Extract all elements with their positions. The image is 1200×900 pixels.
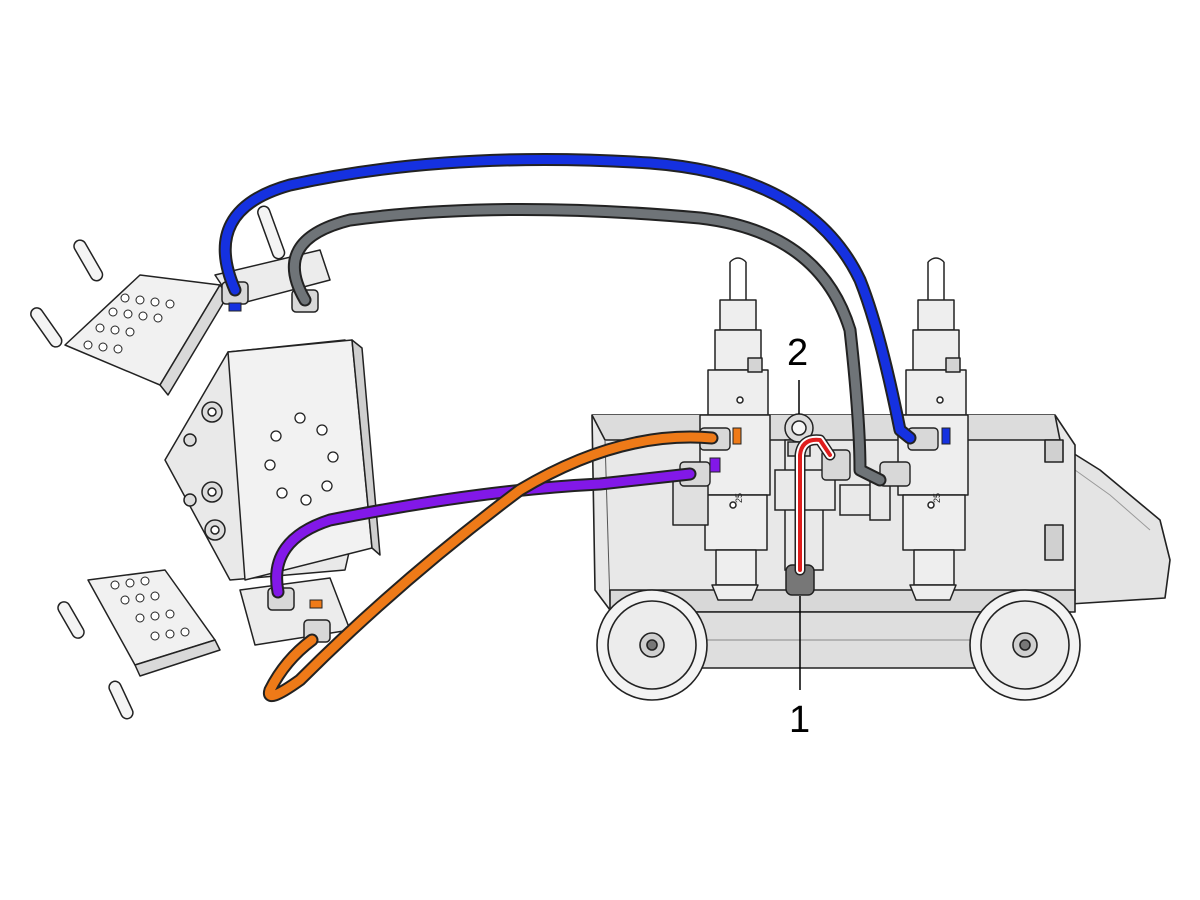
callout-1: 1 <box>789 596 810 741</box>
callout-label-2: 2 <box>787 332 808 374</box>
valve-right-mark: 25 <box>932 493 942 503</box>
hose-blue <box>220 155 915 443</box>
hose-clips <box>228 302 951 609</box>
hose-purple <box>272 469 695 597</box>
torch-holder <box>30 205 381 720</box>
hoses <box>218 153 917 702</box>
hose-orange <box>264 432 717 701</box>
hose-gray <box>289 204 885 485</box>
wheel-left <box>596 589 708 701</box>
callout-2: 2 <box>787 332 808 414</box>
valve-left-mark: 25 <box>734 493 744 503</box>
wheel-right <box>969 589 1081 701</box>
torch-face-plate <box>227 339 373 581</box>
rods <box>30 205 286 720</box>
carriage-nose <box>1059 444 1171 605</box>
hose-red <box>798 437 832 572</box>
side-knobs <box>183 401 226 541</box>
bolt-circle <box>264 412 339 506</box>
valve-right: 25 <box>897 257 969 601</box>
callout-label-1: 1 <box>789 699 810 741</box>
